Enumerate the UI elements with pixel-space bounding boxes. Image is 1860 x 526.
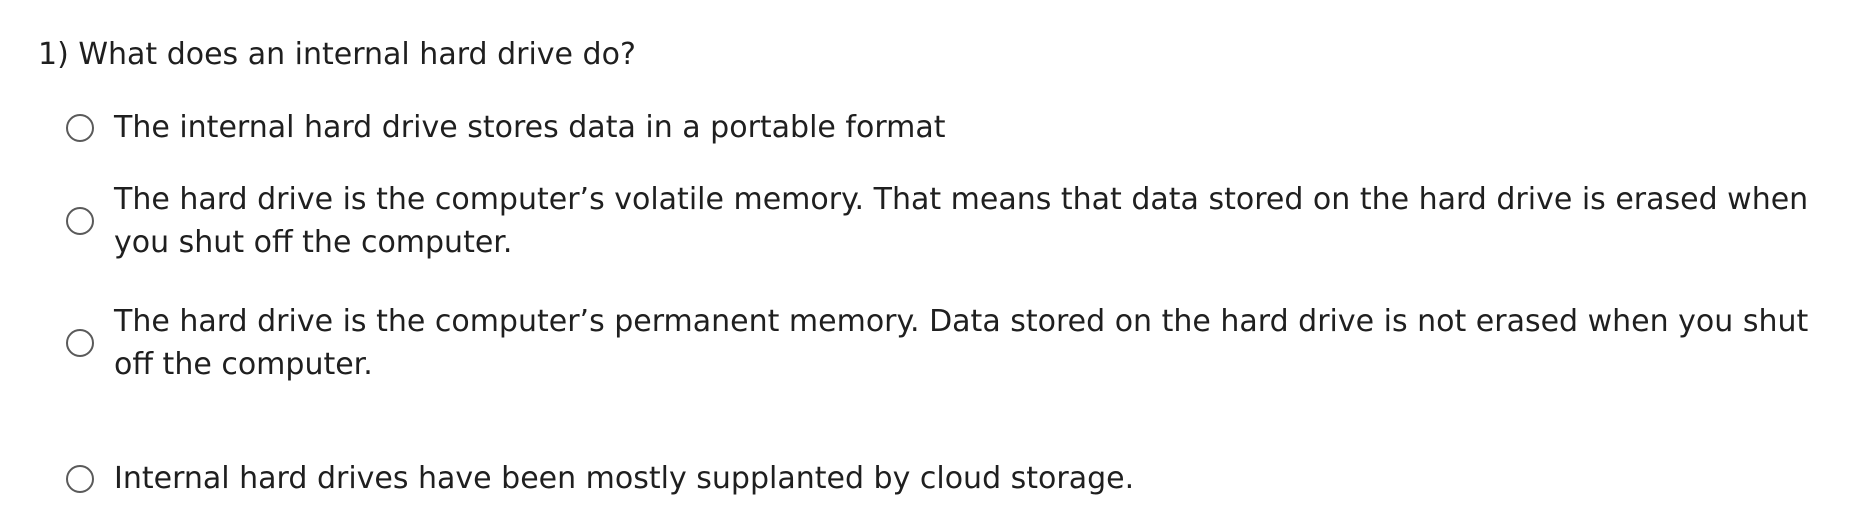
radio-button[interactable]	[66, 207, 94, 235]
answer-option-1[interactable]: The internal hard drive stores data in a…	[66, 106, 946, 149]
answer-option-label[interactable]: Internal hard drives have been mostly su…	[114, 461, 1135, 496]
answer-option-3[interactable]: The hard drive is the computer’s permane…	[66, 300, 1828, 386]
radio-button[interactable]	[66, 329, 94, 357]
answer-option-4[interactable]: Internal hard drives have been mostly su…	[66, 457, 1134, 500]
answer-option-label[interactable]: The hard drive is the computer’s volatil…	[114, 182, 1809, 260]
question-prompt: What does an internal hard drive do?	[78, 37, 636, 72]
answer-option-2[interactable]: The hard drive is the computer’s volatil…	[66, 178, 1828, 264]
radio-button[interactable]	[66, 464, 94, 493]
question-number: 1)	[38, 37, 69, 72]
question-block: 1) What does an internal hard drive do? …	[38, 34, 1828, 496]
answer-option-label[interactable]: The hard drive is the computer’s permane…	[114, 304, 1809, 382]
radio-button[interactable]	[66, 113, 94, 142]
question-text: 1) What does an internal hard drive do?	[38, 34, 1828, 76]
answer-option-label[interactable]: The internal hard drive stores data in a…	[114, 110, 946, 145]
